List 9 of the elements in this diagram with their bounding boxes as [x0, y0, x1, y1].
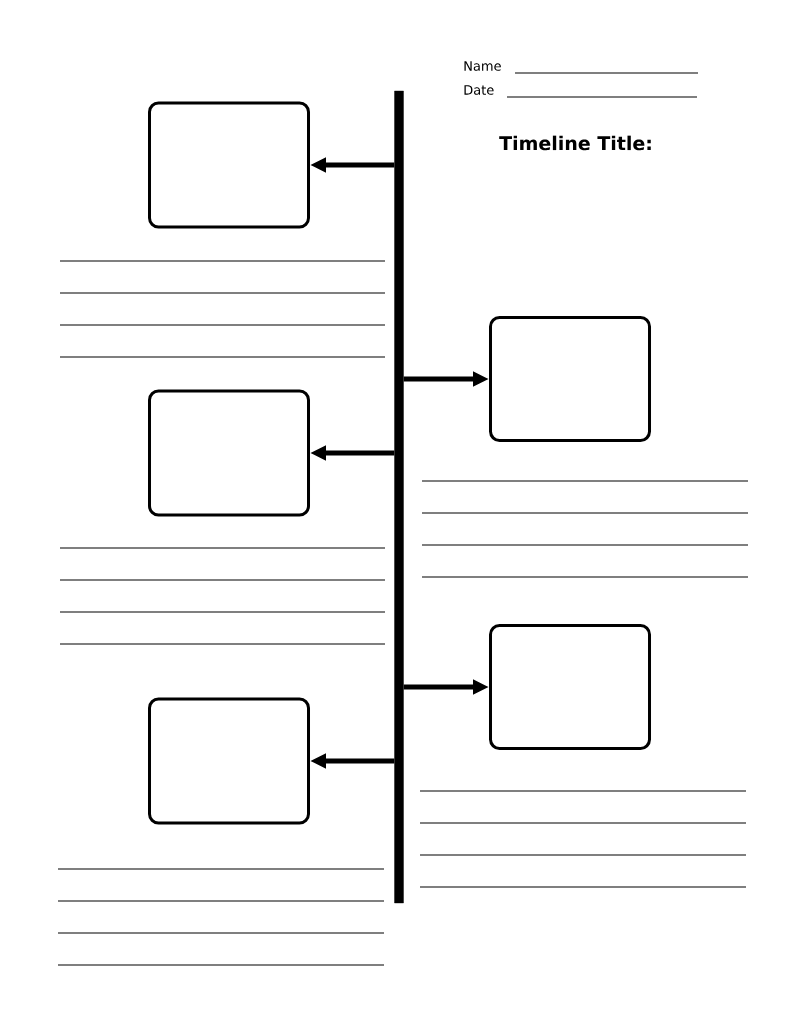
field-label: Date — [464, 85, 494, 95]
timeline-bar — [394, 90, 404, 904]
event-box — [489, 316, 651, 442]
event-box — [148, 389, 310, 517]
title: Timeline Title: — [499, 135, 651, 151]
field-label: Name — [464, 61, 501, 71]
event-box — [148, 697, 310, 825]
event-box — [148, 101, 310, 229]
event-box — [489, 624, 651, 750]
